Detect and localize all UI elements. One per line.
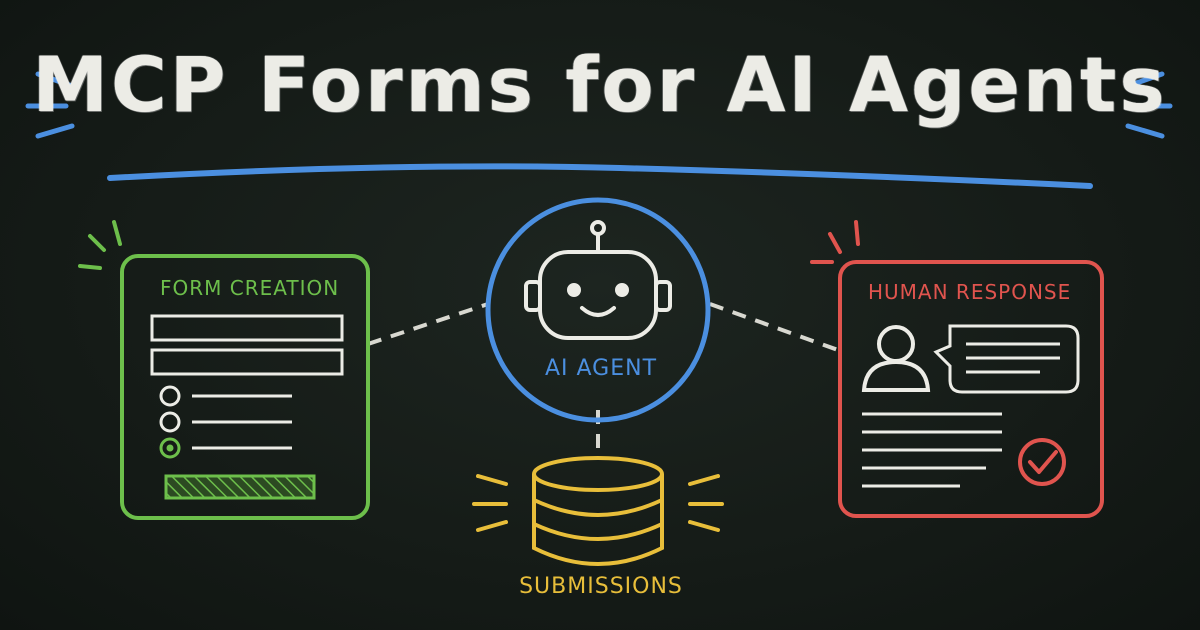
response-text-lines — [862, 412, 1002, 488]
database-icon — [532, 456, 664, 566]
human-response-label: HUMAN RESPONSE — [868, 280, 1072, 304]
page-title: MCP Forms for AI Agents — [32, 40, 1168, 129]
radio-option-1 — [159, 385, 181, 407]
title-accent-right — [1125, 71, 1173, 139]
form-text-field-2 — [150, 348, 344, 376]
human-spark-marks — [810, 220, 860, 264]
chat-bubble-icon — [933, 324, 1080, 394]
form-spark-marks — [78, 220, 122, 270]
human-response-card — [810, 220, 1104, 518]
robot-icon — [524, 220, 672, 340]
radio-option-3-selected — [159, 437, 181, 459]
form-creation-card — [78, 220, 370, 520]
ai-agent-label: AI AGENT — [544, 356, 658, 381]
title-accent-left — [25, 71, 75, 139]
user-icon — [861, 325, 931, 392]
submissions-label: SUBMISSIONS — [519, 574, 683, 599]
form-text-field-1 — [150, 314, 344, 342]
form-creation-label: FORM CREATION — [160, 276, 340, 300]
ai-agent-node — [485, 197, 711, 423]
radio-option-2 — [159, 411, 181, 433]
title-underline — [107, 163, 1093, 189]
database-spark-marks — [472, 474, 724, 532]
check-circle-icon — [1018, 438, 1066, 486]
submit-button-shape — [164, 474, 316, 500]
